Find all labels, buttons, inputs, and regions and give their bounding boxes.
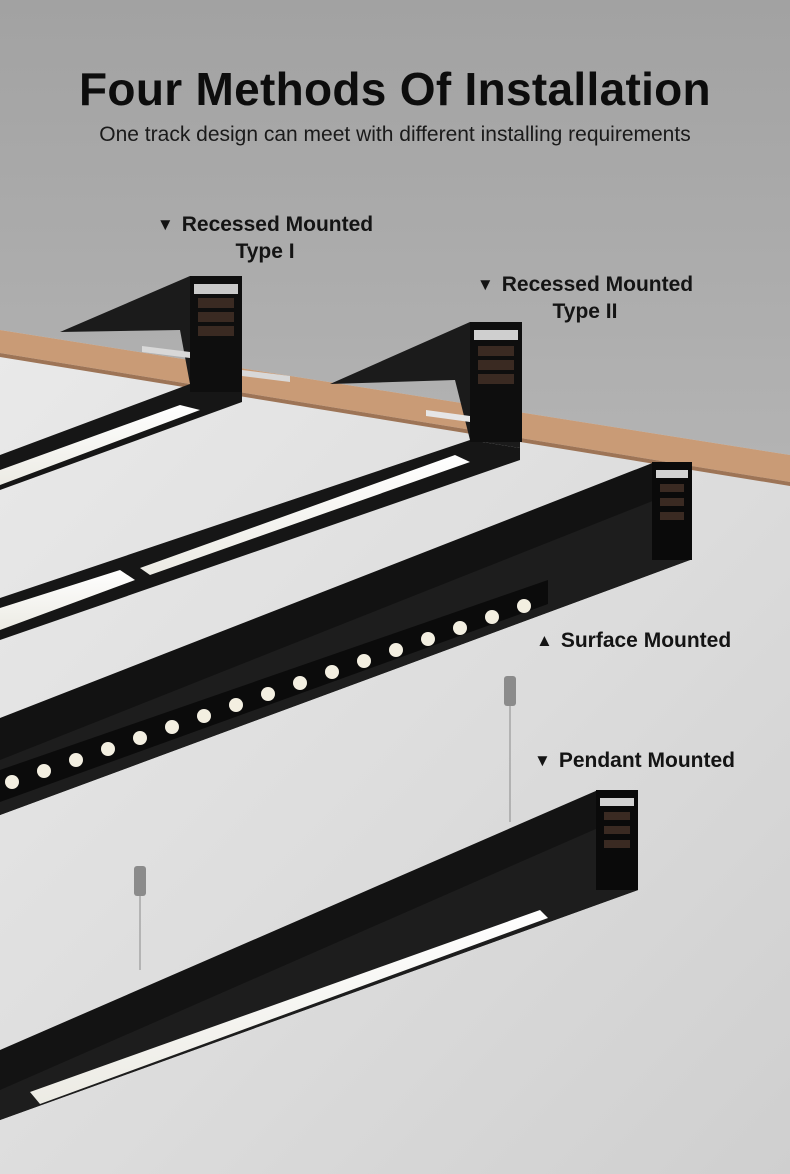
recessed-track-type-1	[0, 276, 290, 490]
surface-track	[0, 462, 692, 815]
pendant-track	[0, 676, 638, 1120]
page-title: Four Methods Of Installation	[79, 63, 711, 115]
label-recessed-type-2-line2: Type II	[552, 300, 618, 323]
triangle-down-icon: ▼	[156, 215, 174, 234]
label-recessed-type-1-line1: Recessed Mounted	[181, 213, 374, 236]
led-dots	[5, 599, 531, 789]
triangle-up-icon: ▲	[536, 631, 553, 650]
label-surface-mounted: ▲ Surface Mounted	[536, 628, 776, 655]
label-recessed-type-1-line2: Type I	[235, 240, 295, 263]
label-recessed-type-2: ▼ Recessed Mounted Type II	[450, 272, 720, 325]
triangle-down-icon: ▼	[534, 751, 551, 770]
recessed-track-type-2	[0, 322, 522, 640]
triangle-down-icon: ▼	[476, 275, 494, 294]
label-pendant-mounted-text: Pendant Mounted	[558, 749, 735, 772]
label-pendant-mounted: ▼ Pendant Mounted	[534, 748, 784, 775]
label-recessed-type-1: ▼ Recessed Mounted Type I	[130, 212, 400, 265]
label-surface-mounted-text: Surface Mounted	[560, 629, 732, 652]
page-subtitle: One track design can meet with different…	[99, 123, 691, 146]
label-recessed-type-2-line1: Recessed Mounted	[501, 273, 694, 296]
